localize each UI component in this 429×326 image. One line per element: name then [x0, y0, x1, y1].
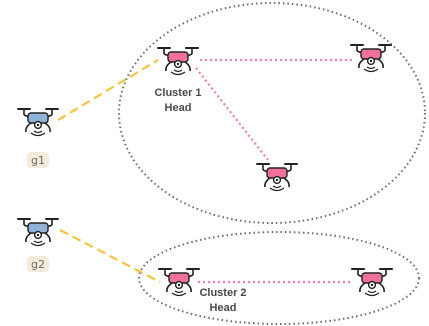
cluster-2-head-label-line2: Head	[210, 302, 237, 314]
cluster-1-head-label-line1: Cluster 1	[154, 87, 201, 99]
g2-tag	[27, 256, 49, 272]
cluster-1-head-label-line2: Head	[165, 102, 192, 114]
drone-icon	[157, 47, 199, 76]
uplink-g1-cluster-1	[57, 59, 159, 121]
drone-icon	[351, 268, 393, 297]
link-head1-member-b	[195, 67, 269, 161]
drone-icon	[350, 44, 392, 73]
uplink-g2-cluster-2	[59, 229, 161, 283]
drone-icon	[17, 108, 59, 137]
g2-label: g2	[31, 258, 45, 271]
g1-tag	[27, 152, 49, 168]
g1-label: g1	[31, 154, 45, 167]
cluster-1-boundary	[118, 2, 426, 224]
drone-icon	[256, 163, 298, 192]
drone-icon	[158, 268, 200, 297]
cluster-2-boundary	[138, 231, 420, 325]
cluster-2-head-label-line1: Cluster 2	[199, 287, 246, 299]
drone-icon	[17, 218, 59, 247]
